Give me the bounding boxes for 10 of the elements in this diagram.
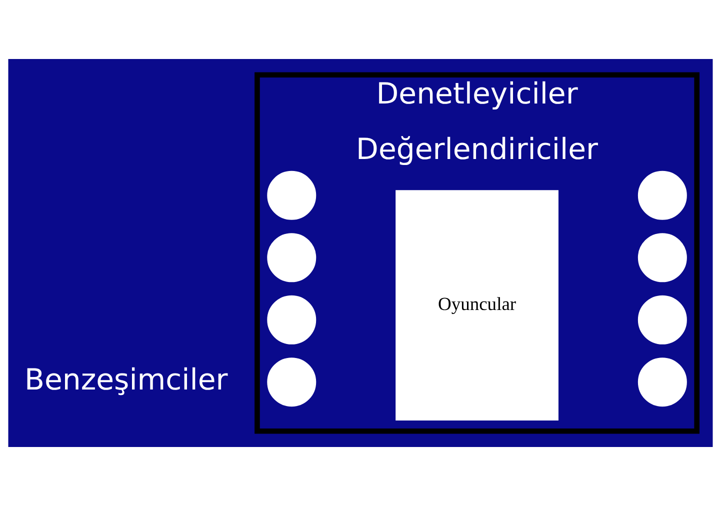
- node-box: Oyuncular: [396, 190, 558, 421]
- node-circle: [267, 358, 316, 407]
- node-circle: [638, 170, 687, 220]
- node-circle: [638, 233, 687, 282]
- node-circle: [638, 358, 687, 407]
- node-circle: [267, 233, 316, 282]
- node-circle: [267, 170, 316, 220]
- label: Benzeşimciler: [24, 362, 228, 397]
- node-circle: [267, 295, 316, 344]
- node-circle: [638, 295, 687, 344]
